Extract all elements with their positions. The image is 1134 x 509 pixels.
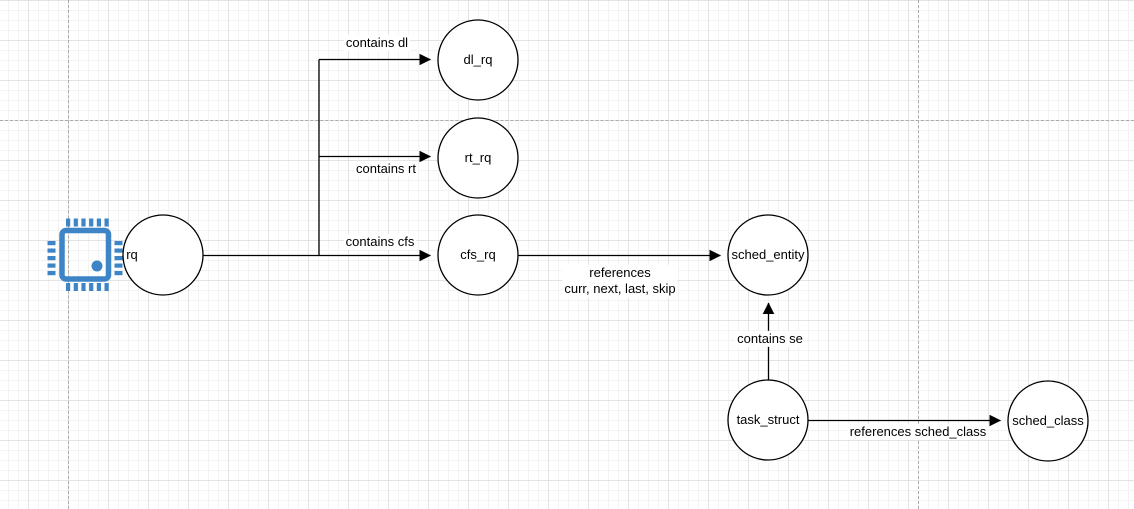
node-circle-rq[interactable] bbox=[122, 214, 204, 296]
page-guide-horizontal bbox=[0, 120, 1134, 121]
edge-label-contains-rt: contains rt bbox=[354, 160, 418, 178]
page-guide-vertical-right bbox=[918, 0, 919, 509]
cpu-icon[interactable] bbox=[47, 218, 123, 292]
node-circle-sched-entity[interactable] bbox=[727, 214, 809, 296]
edge-label-contains-cfs: contains cfs bbox=[343, 233, 417, 251]
page-guide-vertical-left bbox=[68, 0, 69, 509]
node-label-rt-rq: rt_rq bbox=[464, 149, 492, 165]
node-label-rq: rq bbox=[126, 246, 138, 262]
node-label-cfs-rq: cfs_rq bbox=[460, 246, 496, 262]
node-circle-rt-rq[interactable] bbox=[437, 117, 519, 199]
node-label-task-struct: task_struct bbox=[736, 411, 800, 427]
node-label-dl-rq: dl_rq bbox=[463, 51, 493, 67]
node-label-sched-class: sched_class bbox=[1012, 412, 1084, 428]
edge-label-contains-dl: contains dl bbox=[343, 34, 411, 52]
edge-label-references-sched-class: references sched_class bbox=[847, 423, 989, 441]
node-circle-sched-class[interactable] bbox=[1007, 380, 1089, 462]
node-label-sched-entity: sched_entity bbox=[731, 246, 805, 262]
node-circle-task-struct[interactable] bbox=[727, 379, 809, 461]
node-circle-dl-rq[interactable] bbox=[437, 19, 519, 101]
node-circle-cfs-rq[interactable] bbox=[437, 214, 519, 296]
edge-label-references-curr: references curr, next, last, skip bbox=[562, 264, 678, 298]
edge-label-contains-se: contains se bbox=[735, 330, 805, 348]
